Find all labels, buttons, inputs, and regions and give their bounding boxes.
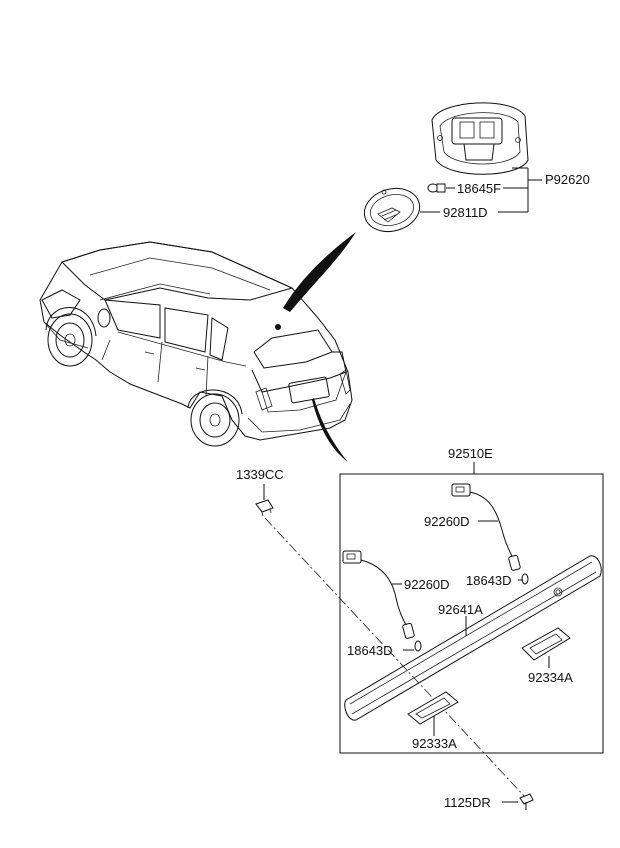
- label-92333a: 92333A: [412, 736, 457, 751]
- pointer-wedge-lower: [312, 398, 348, 462]
- lamp-92334a-part: [521, 627, 571, 661]
- bracket-p92620: [498, 167, 542, 213]
- label-92510e: 92510E: [448, 446, 493, 461]
- label-92641a: 92641A: [438, 602, 483, 617]
- vehicle-illustration: [39, 241, 353, 447]
- label-18643d-lower: 18643D: [347, 643, 393, 658]
- label-92260d-lower: 92260D: [404, 577, 450, 592]
- bulb-18643d-upper-part: [521, 573, 529, 585]
- lamp-92333a-part: [407, 691, 459, 725]
- clip-1339cc-part: [255, 499, 274, 517]
- label-1125dr: 1125DR: [444, 795, 491, 810]
- label-18645f: 18645F: [457, 181, 501, 196]
- bulb-18643d-lower-part: [414, 640, 422, 652]
- alignment-line: [264, 517, 527, 799]
- location-dot-upper: [275, 324, 281, 330]
- harness-92260d-lower-part: [342, 550, 415, 639]
- harness-92260d-upper-part: [451, 483, 521, 571]
- garnish-92641a-part: [344, 555, 602, 721]
- label-92260d-upper: 92260D: [424, 514, 470, 529]
- label-18643d-upper: 18643D: [466, 573, 512, 588]
- pointer-wedge-upper: [283, 232, 356, 312]
- screw-1125dr-part: [519, 793, 534, 810]
- lamp-housing-part: [431, 102, 529, 175]
- label-92811d: 92811D: [443, 205, 488, 220]
- assembly-92510e-box: [339, 473, 604, 754]
- label-p92620: P92620: [545, 172, 590, 187]
- bulb-18645f-part: [427, 183, 446, 193]
- label-1339cc: 1339CC: [236, 467, 284, 482]
- lens-92811d-part: [363, 187, 421, 233]
- label-92334a: 92334A: [528, 670, 573, 685]
